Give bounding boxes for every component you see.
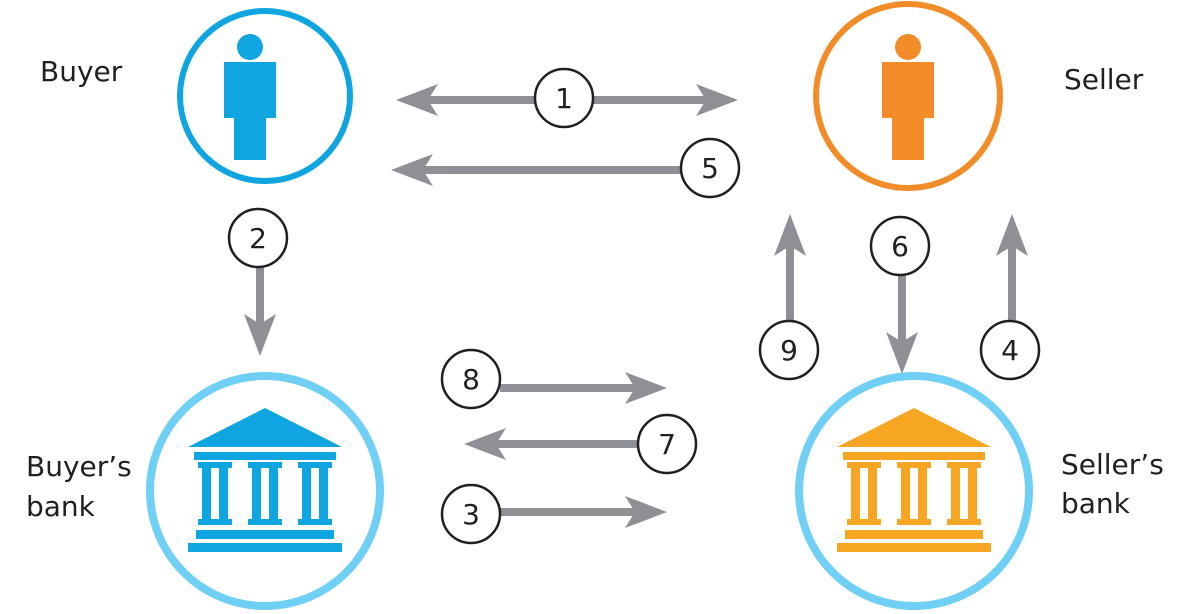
seller-bank-node: [795, 372, 1033, 610]
step-badge-9: 9: [758, 319, 820, 381]
arrow-step-6: [886, 272, 918, 374]
buyer-bank-node: [146, 372, 384, 610]
arrow-step-9: [774, 214, 806, 320]
buyer-bank-label-line2: bank: [26, 490, 96, 523]
step-number-3: 3: [462, 498, 480, 531]
seller-bank-label-line1: Seller’s: [1061, 448, 1164, 481]
step-number-2: 2: [249, 222, 267, 255]
step-badge-7: 7: [636, 413, 698, 475]
step-badge-6: 6: [869, 215, 931, 277]
step-number-1: 1: [555, 82, 573, 115]
step-badge-5: 5: [679, 137, 741, 199]
person-icon: [224, 34, 276, 160]
step-number-6: 6: [891, 230, 909, 263]
arrow-step-5: [391, 154, 684, 186]
arrow-step-3: [500, 496, 667, 528]
seller-bank-label-line2: bank: [1061, 487, 1131, 520]
seller-node: [813, 1, 1003, 191]
seller-bank-circle: [795, 372, 1033, 610]
step-number-5: 5: [701, 152, 719, 185]
arrow-step-7: [464, 428, 640, 460]
person-icon: [882, 34, 934, 160]
step-number-7: 7: [658, 428, 676, 461]
buyer-node: [177, 8, 353, 184]
buyer-label: Buyer: [40, 55, 123, 88]
bank-building-icon: [837, 408, 991, 552]
step-number-4: 4: [1001, 334, 1019, 367]
seller-circle: [813, 1, 1003, 191]
step-badge-4: 4: [979, 319, 1041, 381]
buyer-circle: [177, 8, 353, 184]
bank-building-icon: [188, 408, 342, 552]
step-badge-1: 1: [533, 67, 595, 129]
step-number-8: 8: [462, 363, 480, 396]
step-number-9: 9: [780, 334, 798, 367]
seller-label: Seller: [1064, 63, 1144, 96]
step-badge-3: 3: [440, 483, 502, 545]
buyer-bank-label-line1: Buyer’s: [26, 450, 132, 483]
buyer-bank-circle: [146, 372, 384, 610]
arrow-step-8: [500, 372, 667, 404]
arrow-step-4: [996, 214, 1028, 320]
step-badge-8: 8: [440, 348, 502, 410]
arrow-step-2: [244, 266, 276, 356]
step-badge-2: 2: [227, 207, 289, 269]
